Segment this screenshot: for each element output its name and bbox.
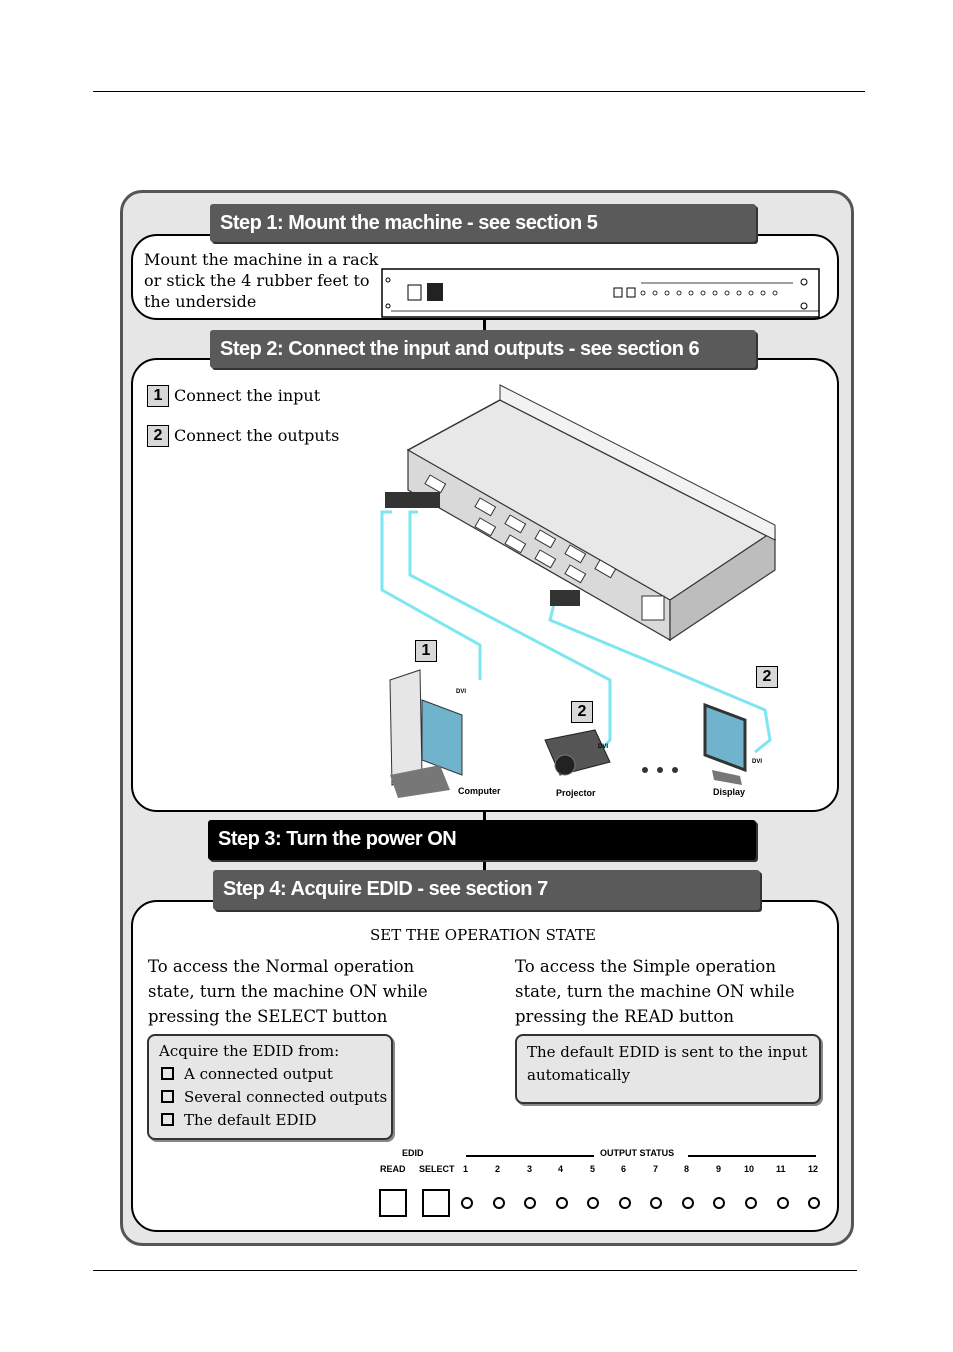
output-status-led-icon: [461, 1197, 473, 1209]
edid-option: Several connected outputs: [161, 1087, 387, 1108]
connection-diagram: [380, 384, 777, 798]
select-label: SELECT: [419, 1164, 455, 1174]
acquire-edid-box: Acquire the EDID from: A connected outpu…: [147, 1034, 393, 1140]
select-button[interactable]: [422, 1189, 450, 1217]
step1-text: Mount the machine in a rack or stick the…: [144, 250, 379, 311]
output-number: 9: [716, 1164, 722, 1174]
output-number: 4: [558, 1164, 564, 1174]
projector-image: [544, 729, 611, 776]
output-number: 1: [463, 1164, 469, 1174]
output-number: 3: [527, 1164, 533, 1174]
machine-front-panel-image: [381, 268, 820, 318]
checkbox-icon: [161, 1089, 174, 1103]
connector-line: [483, 806, 486, 822]
output-status-label: OUTPUT STATUS: [600, 1148, 675, 1158]
step1-header: Step 1: Mount the machine - see section …: [210, 204, 756, 242]
read-button[interactable]: [379, 1189, 407, 1217]
default-edid-text: The default EDID is sent to the input au…: [527, 1043, 808, 1084]
edid-option: A connected output: [161, 1064, 333, 1085]
operation-state-heading: SET THE OPERATION STATE: [370, 926, 596, 944]
projector-label: Projector: [556, 788, 596, 798]
default-edid-box: The default EDID is sent to the input au…: [515, 1034, 821, 1104]
output-status-line-right: [688, 1155, 816, 1157]
read-label: READ: [380, 1164, 406, 1174]
output-status-led-icon: [524, 1197, 536, 1209]
dvi-label-projector: DVI: [598, 744, 609, 750]
step3-header: Step 3: Turn the power ON: [208, 820, 756, 860]
diagram-number-display: 2: [756, 666, 778, 688]
output-status-led-icon: [556, 1197, 568, 1209]
output-status-led-icon: [587, 1197, 599, 1209]
output-status-line-left: [466, 1155, 594, 1157]
normal-state-text: To access the Normal operation state, tu…: [148, 957, 428, 1026]
computer-label: Computer: [458, 786, 501, 796]
output-number: 6: [621, 1164, 627, 1174]
machine-rear-image: [406, 384, 777, 642]
step4-header: Step 4: Acquire EDID - see section 7: [213, 870, 760, 910]
edid-option: The default EDID: [161, 1110, 316, 1131]
connector-line: [483, 858, 486, 874]
display-label: Display: [713, 787, 746, 797]
display-image: [703, 702, 747, 785]
checkbox-icon: [161, 1066, 174, 1080]
output-status-led-icon: [808, 1197, 820, 1209]
dvi-label-display: DVI: [752, 759, 763, 765]
edid-label: EDID: [402, 1148, 424, 1158]
output-status-led-icon: [650, 1197, 662, 1209]
output-number: 12: [808, 1164, 819, 1174]
output-number: 7: [653, 1164, 659, 1174]
step2-item-2-number: 2: [147, 425, 169, 447]
step2-item-2-label: Connect the outputs: [174, 426, 340, 445]
output-status-led-icon: [777, 1197, 789, 1209]
output-status-led-icon: [493, 1197, 505, 1209]
output-number: 2: [495, 1164, 501, 1174]
bottom-rule: [93, 1270, 857, 1271]
output-number: 5: [590, 1164, 596, 1174]
output-number: 8: [684, 1164, 690, 1174]
computer-image: [389, 669, 463, 798]
step2-header: Step 2: Connect the input and outputs - …: [210, 330, 756, 368]
checkbox-icon: [161, 1112, 174, 1126]
output-status-led-icon: [682, 1197, 694, 1209]
simple-state-text: To access the Simple operation state, tu…: [515, 957, 795, 1026]
diagram-number-computer: 1: [415, 640, 437, 662]
output-status-led-icon: [745, 1197, 757, 1209]
step2-item-1-label: Connect the input: [174, 386, 321, 405]
dvi-label-computer: DVI: [456, 689, 467, 695]
step2-item-1-number: 1: [147, 385, 169, 407]
top-rule: [93, 91, 865, 92]
output-status-led-icon: [713, 1197, 725, 1209]
output-number: 11: [776, 1164, 786, 1174]
output-number: 10: [744, 1164, 755, 1174]
acquire-edid-title: Acquire the EDID from:: [159, 1042, 340, 1060]
output-status-led-icon: [619, 1197, 631, 1209]
diagram-number-projector: 2: [571, 701, 593, 723]
connector-line: [483, 318, 486, 338]
